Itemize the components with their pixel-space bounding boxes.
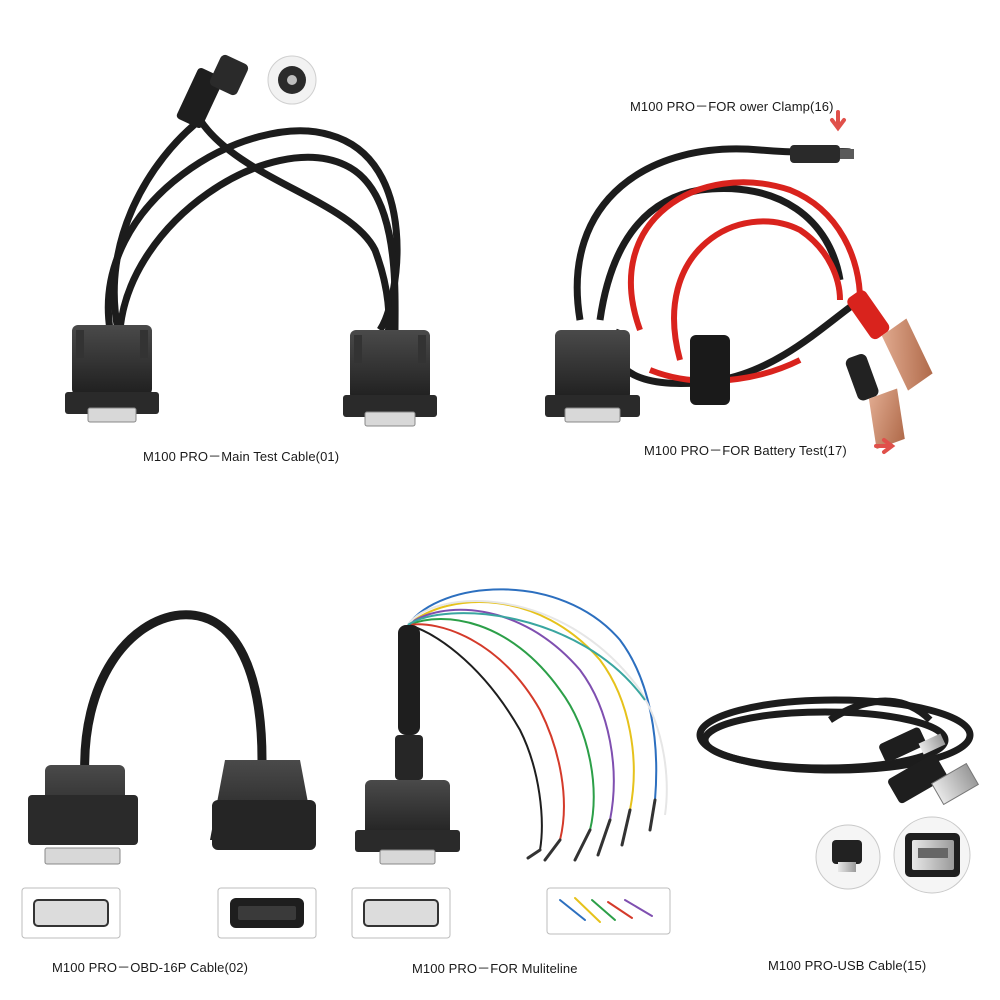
arrow-icon (830, 110, 846, 132)
arrow-icon (874, 438, 896, 454)
caption-multiline: M100 PRO－FOR Mulitelinе (412, 961, 578, 976)
caption-obd-16p-cable: M100 PRO－OBD-16P Cable(02) (52, 960, 248, 975)
caption-power-clamp: M100 PRO－FOR ower Clamp(16) (630, 99, 834, 114)
caption-main-test-cable: M100 PRO－Main Test Cable(01) (143, 449, 340, 464)
power-clamp-image (545, 110, 933, 454)
caption-usb-cable: M100 PRO-USB Cable(15) (768, 958, 927, 973)
multiline-image (351, 588, 671, 939)
obd-16p-cable-image (21, 610, 317, 939)
usb-cable-image (696, 696, 980, 894)
pins-inset (546, 887, 671, 935)
caption-battery-test: M100 PRO－FOR Battery Test(17) (644, 443, 847, 458)
main-test-cable-image (65, 54, 437, 427)
